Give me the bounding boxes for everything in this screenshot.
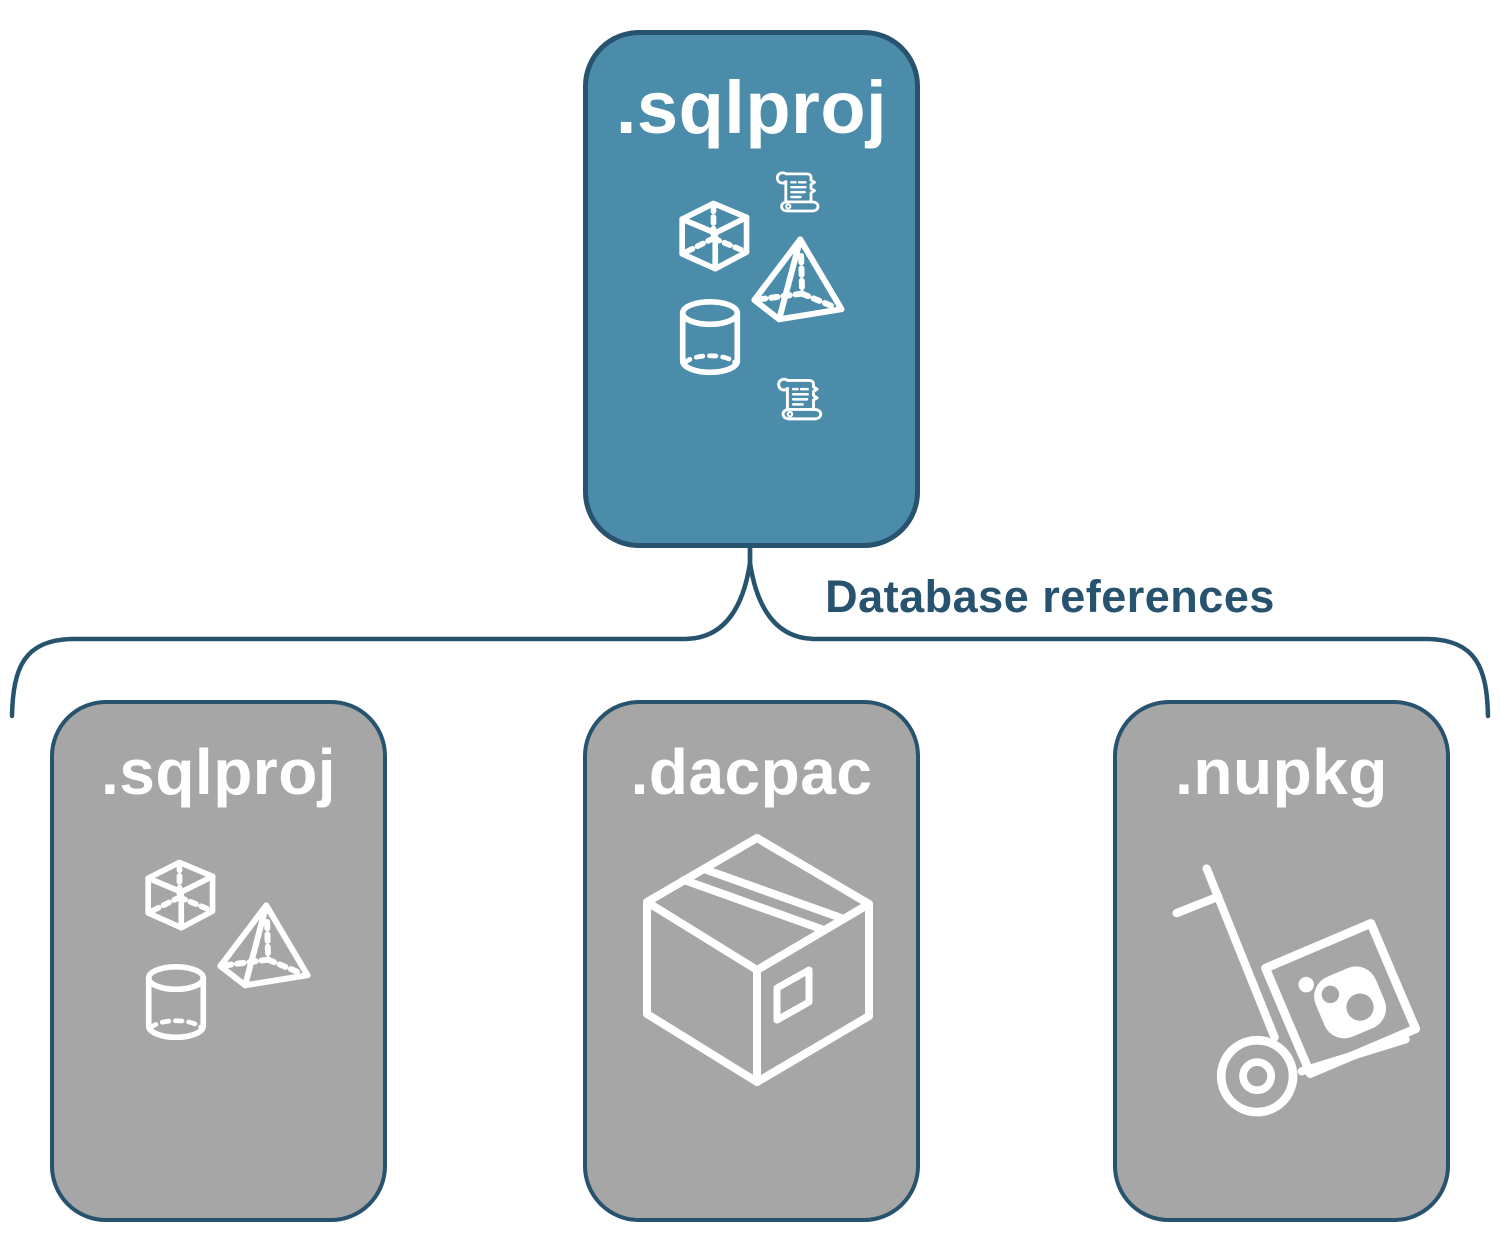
hand-truck-package-icon: [1163, 847, 1425, 1119]
cube-icon: [136, 852, 223, 939]
child-card-dacpac: .dacpac: [583, 700, 920, 1222]
cylinder-icon: [143, 963, 209, 1042]
child-card-sqlproj: .sqlproj: [50, 700, 387, 1222]
package-box-icon: [637, 830, 877, 1092]
child-card-title: .sqlproj: [100, 736, 337, 808]
cylinder-icon: [677, 298, 743, 377]
child-card-title: .dacpac: [630, 736, 873, 808]
scroll-icon: [769, 159, 825, 214]
child-card-title: .nupkg: [1175, 736, 1388, 808]
root-card-title: .sqlproj: [615, 66, 888, 149]
child-card-nupkg: .nupkg: [1113, 700, 1450, 1222]
brace-connector: [0, 540, 1500, 730]
connector-label: Database references: [825, 571, 1275, 622]
scroll-icon: [770, 365, 828, 422]
cube-icon: [670, 193, 757, 280]
pyramid-icon: [213, 898, 314, 990]
root-card-sqlproj: .sqlproj: [583, 30, 920, 548]
pyramid-icon: [747, 232, 848, 324]
